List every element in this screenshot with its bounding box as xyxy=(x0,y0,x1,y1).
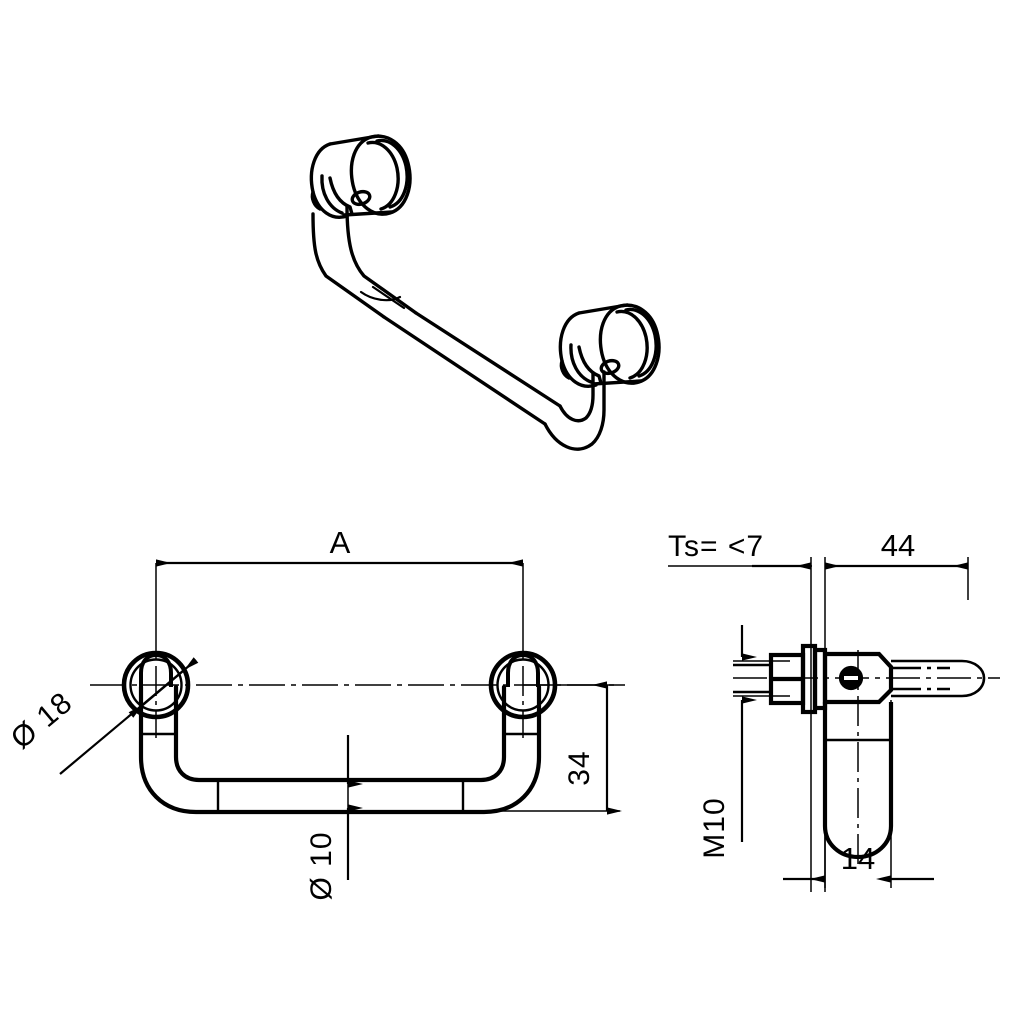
cross-hole xyxy=(838,665,864,691)
side-view-geometry xyxy=(733,643,986,860)
side-view: Ts= <7 44 M10 14 xyxy=(668,528,1000,892)
dimension-dia10: Ø 10 xyxy=(305,735,363,901)
front-view-centrelines xyxy=(90,563,625,880)
dimension-dia10-label: Ø 10 xyxy=(305,831,338,900)
isometric-view xyxy=(309,134,661,451)
boss-left-front xyxy=(121,650,191,720)
dimension-34: 34 xyxy=(563,681,622,815)
lever-arm xyxy=(822,702,894,860)
side-view-centrelines xyxy=(668,557,1000,892)
handle-inner-profile xyxy=(173,684,507,783)
tube-side-outline xyxy=(891,659,986,698)
tube-seam-lines-3d xyxy=(359,285,406,310)
dimension-14-label: 14 xyxy=(841,841,875,876)
front-view: A Ø 18 Ø 10 34 xyxy=(5,525,625,901)
dimension-ts: Ts= <7 xyxy=(668,530,811,570)
dimension-A-label: A xyxy=(330,525,351,560)
dimension-m10: M10 xyxy=(698,625,757,859)
thread-shank xyxy=(733,663,771,694)
handle-seam-lines-front xyxy=(141,732,539,812)
handle-outline-front xyxy=(138,684,542,815)
dimension-dia18-label: Ø 18 xyxy=(5,686,79,756)
dimension-ts-label: Ts= <7 xyxy=(668,530,764,563)
handle-tube-3d xyxy=(311,204,606,451)
boss-right-front xyxy=(488,650,558,720)
dimension-m10-label: M10 xyxy=(698,797,731,858)
boss-upper-left-3d xyxy=(309,134,412,219)
dimension-34-label: 34 xyxy=(563,750,596,785)
boss-right-inner-circle xyxy=(496,658,550,712)
dimension-44: 44 xyxy=(825,528,968,570)
dimension-14: 14 xyxy=(783,841,934,883)
dimension-44-label: 44 xyxy=(881,528,915,563)
boss-right-collar xyxy=(506,652,540,687)
boss-lower-right-3d xyxy=(558,303,661,388)
boss-left-collar xyxy=(139,652,173,687)
handle-outer-profile xyxy=(138,684,542,815)
dimension-A: A xyxy=(156,525,523,567)
boss-left-inner-circle xyxy=(129,658,183,712)
